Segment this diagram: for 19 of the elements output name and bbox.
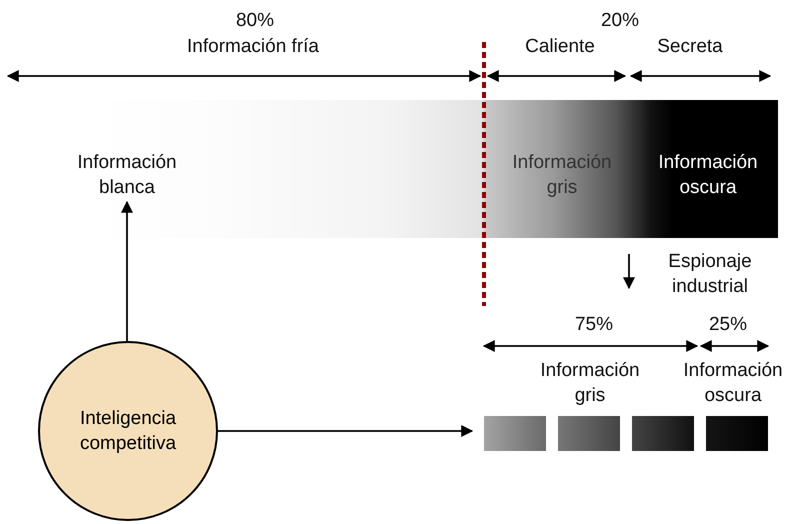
gradient-swatch (706, 416, 768, 451)
text-label: Caliente (525, 35, 595, 59)
node-label: Información blanca (67, 150, 187, 200)
text-label: Espionaje industrial (667, 250, 753, 299)
gradient-swatch (484, 416, 546, 451)
text-label: 25% (708, 313, 748, 337)
gradient-swatch (632, 416, 694, 451)
node-label: Información oscura (648, 150, 768, 200)
text-label: Información oscura (682, 359, 784, 408)
text-label: Información fría (187, 35, 319, 59)
gradient-swatch (558, 416, 620, 451)
arrow (218, 425, 474, 437)
text-label: 20% (600, 9, 640, 33)
circle-node: Inteligencia competitiva (38, 341, 218, 521)
text-label: 75% (574, 313, 614, 337)
text-label: Secreta (657, 35, 723, 59)
text-label: 80% (236, 9, 274, 33)
arrow (121, 200, 133, 341)
text-label: Información gris (539, 359, 641, 408)
